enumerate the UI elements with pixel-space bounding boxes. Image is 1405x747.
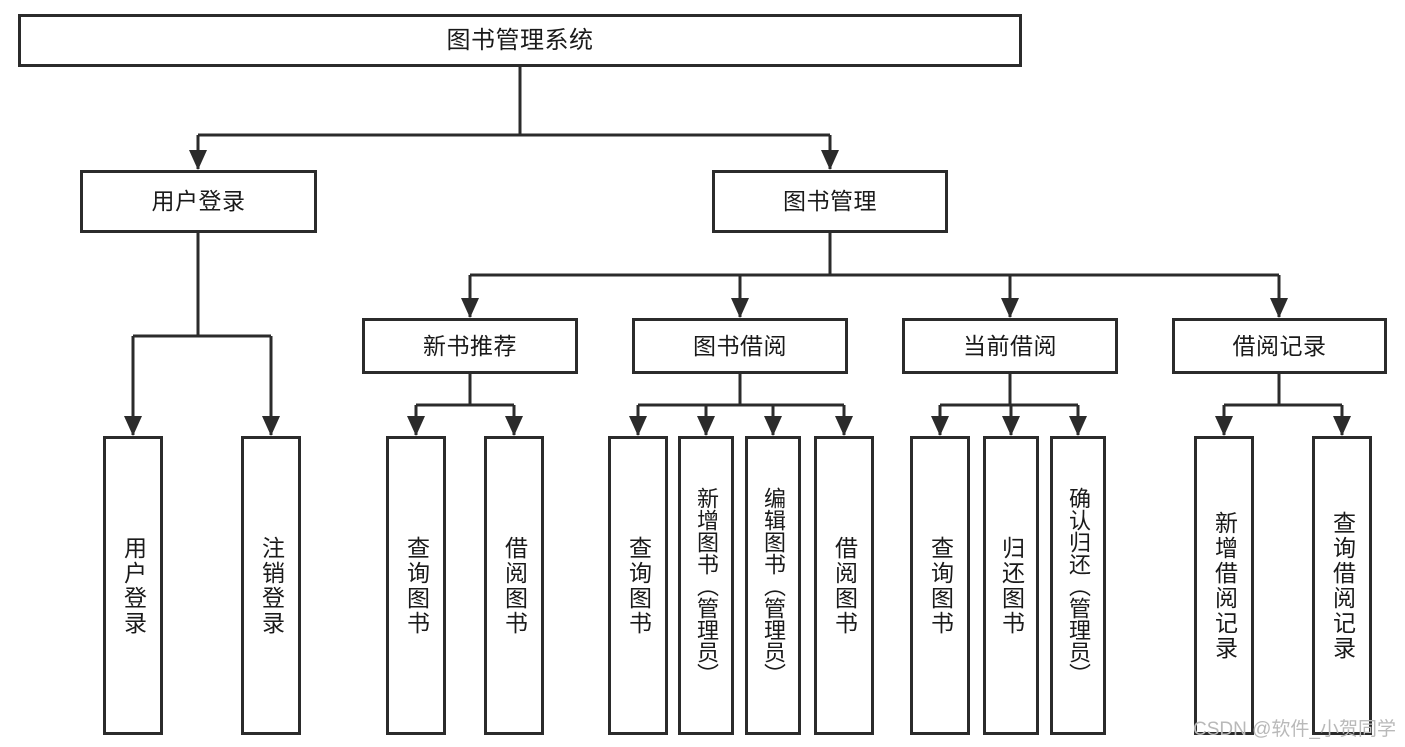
node-leaf-edit-book[interactable]: 编辑图书（管理员） (745, 436, 801, 735)
node-label-current-borrow: 当前借阅 (963, 332, 1057, 359)
node-label-borrow-record: 借阅记录 (1232, 332, 1327, 359)
node-leaf-user-login[interactable]: 用户登录 (103, 436, 163, 735)
node-label-leaf-borrow-book-2: 借阅图书 (831, 535, 858, 636)
node-label-leaf-add-book: 新增图书（管理员） (694, 486, 719, 685)
node-book-borrow[interactable]: 图书借阅 (632, 318, 848, 374)
node-label-leaf-user-login: 用户登录 (120, 535, 147, 636)
node-label-leaf-query-record: 查询借阅记录 (1329, 510, 1356, 661)
node-leaf-query-book-1[interactable]: 查询图书 (386, 436, 446, 735)
node-label-book-manage: 图书管理 (783, 188, 877, 214)
node-leaf-query-book-3[interactable]: 查询图书 (910, 436, 970, 735)
node-label-leaf-query-book-1: 查询图书 (403, 535, 430, 636)
node-leaf-borrow-book-1[interactable]: 借阅图书 (484, 436, 544, 735)
node-label-user-login: 用户登录 (151, 188, 246, 214)
node-label-root: 图书管理系统 (446, 26, 594, 54)
node-book-manage[interactable]: 图书管理 (712, 170, 948, 233)
node-label-leaf-edit-book: 编辑图书（管理员） (761, 486, 786, 685)
node-leaf-return-book[interactable]: 归还图书 (983, 436, 1039, 735)
node-label-leaf-query-book-2: 查询图书 (625, 535, 652, 636)
node-root[interactable]: 图书管理系统 (18, 14, 1022, 67)
node-leaf-borrow-book-2[interactable]: 借阅图书 (814, 436, 874, 735)
node-label-leaf-confirm-return: 确认归还（管理员） (1066, 486, 1091, 685)
node-label-leaf-user-logout: 注销登录 (258, 535, 285, 636)
node-current-borrow[interactable]: 当前借阅 (902, 318, 1118, 374)
node-leaf-user-logout[interactable]: 注销登录 (241, 436, 301, 735)
node-leaf-query-record[interactable]: 查询借阅记录 (1312, 436, 1372, 735)
node-label-new-book-rec: 新书推荐 (423, 332, 517, 359)
node-leaf-add-book[interactable]: 新增图书（管理员） (678, 436, 734, 735)
watermark-text: CSDN @软件_小贺同学 (1193, 719, 1396, 740)
node-leaf-confirm-return[interactable]: 确认归还（管理员） (1050, 436, 1106, 735)
node-user-login[interactable]: 用户登录 (80, 170, 317, 233)
node-borrow-record[interactable]: 借阅记录 (1172, 318, 1387, 374)
node-label-leaf-return-book: 归还图书 (998, 535, 1025, 636)
node-leaf-query-book-2[interactable]: 查询图书 (608, 436, 668, 735)
node-new-book-rec[interactable]: 新书推荐 (362, 318, 578, 374)
node-label-leaf-add-record: 新增借阅记录 (1211, 510, 1238, 661)
node-label-leaf-borrow-book-1: 借阅图书 (501, 535, 528, 636)
node-label-book-borrow: 图书借阅 (693, 332, 787, 359)
node-label-leaf-query-book-3: 查询图书 (927, 535, 954, 636)
node-leaf-add-record[interactable]: 新增借阅记录 (1194, 436, 1254, 735)
